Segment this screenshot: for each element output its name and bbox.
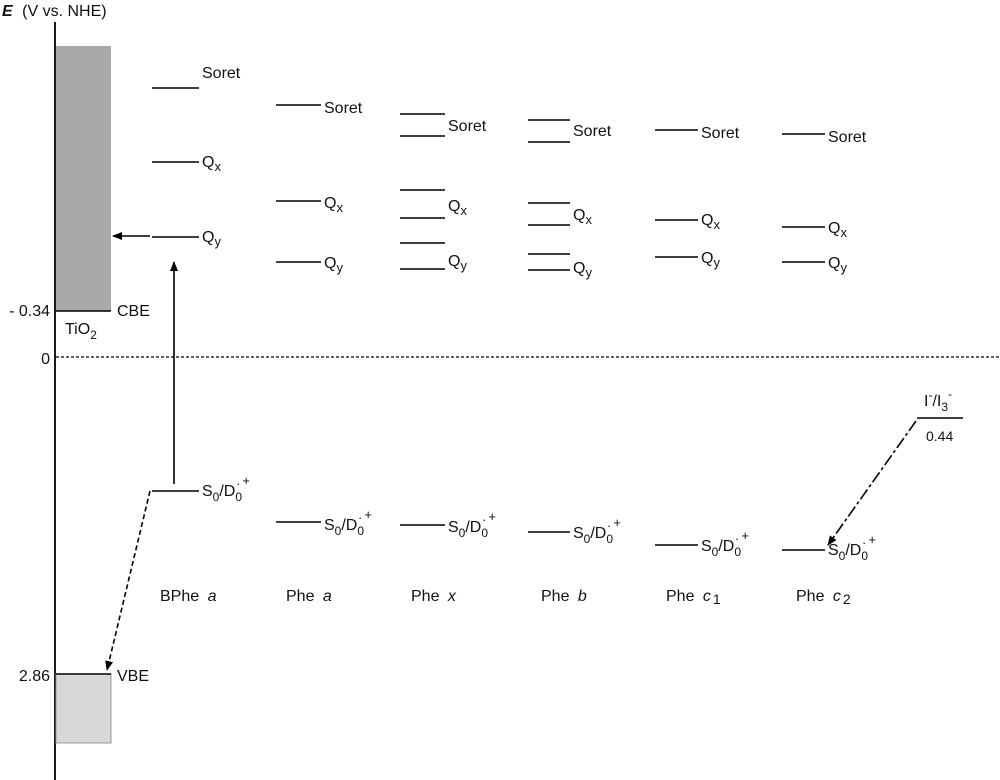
- compound-name-label: Phe x: [411, 588, 457, 605]
- compound-name-label: Phe b: [541, 588, 587, 605]
- soret-label: Soret: [324, 100, 363, 117]
- soret-label: Soret: [202, 65, 241, 82]
- cbe-label: CBE: [117, 303, 150, 320]
- vbe-label: VBE: [117, 668, 149, 685]
- qx-label: Qx: [202, 154, 221, 174]
- qy-label: Qy: [448, 253, 467, 273]
- tio2-valence-band: [55, 673, 112, 744]
- soret-label: Soret: [573, 123, 612, 140]
- qx-label: Qx: [448, 198, 467, 218]
- ground-state-label: S0/D0·+: [448, 509, 496, 540]
- redox-iodide-charge: -: [928, 388, 932, 402]
- redox-separator: /I: [932, 393, 941, 410]
- qx-label: Qx: [573, 207, 592, 227]
- qy-label: Qy: [573, 260, 592, 280]
- qy-label: Qy: [701, 250, 720, 270]
- tio2-label-sub: 2: [90, 328, 97, 342]
- soret-label: Soret: [701, 125, 740, 142]
- redox-iodide: I: [924, 393, 928, 410]
- axis-label: E (V vs. NHE): [2, 3, 107, 20]
- qy-label: Qy: [324, 255, 343, 275]
- soret-label: Soret: [448, 118, 487, 135]
- redox-value: 0.44: [926, 428, 953, 444]
- tio2-conduction-band: [56, 46, 111, 311]
- recombination-arrow: [105, 490, 151, 671]
- qx-label: Qx: [701, 212, 720, 232]
- redox-triiodide-charge: -: [948, 387, 952, 401]
- compound-name-label: Phe a: [286, 588, 332, 605]
- tick-label-zero: 0: [41, 351, 50, 368]
- regeneration-arrow: [827, 420, 917, 546]
- ground-state-label: S0/D0·+: [573, 515, 621, 546]
- tio2-label: TiO2: [65, 321, 97, 342]
- tio2-label-main: TiO: [65, 321, 90, 338]
- ground-state-label: S0/D0·+: [324, 507, 372, 538]
- qx-label: Qx: [324, 195, 343, 215]
- tick-label-cbe: - 0.34: [9, 303, 50, 320]
- axis-label-symbol: E: [2, 3, 14, 20]
- ground-state-label: S0/D0·+: [202, 473, 250, 504]
- qy-label: Qy: [202, 229, 221, 249]
- soret-label: Soret: [828, 129, 867, 146]
- qx-label: Qx: [828, 220, 847, 240]
- tick-label-vbe: 2.86: [19, 668, 50, 685]
- redox-couple-label: I-/I3-: [924, 387, 952, 414]
- redox-triiodide-sub: 3: [941, 400, 948, 414]
- ground-state-label: S0/D0·+: [828, 532, 876, 563]
- compound-name-label: BPhe a: [160, 588, 217, 605]
- ground-state-label: S0/D0·+: [701, 528, 749, 559]
- axis-label-units: (V vs. NHE): [22, 3, 106, 20]
- molecular-levels: SoretQxQyS0/D0·+SoretQxQyS0/D0·+SoretQxQ…: [152, 65, 876, 563]
- qy-label: Qy: [828, 255, 847, 275]
